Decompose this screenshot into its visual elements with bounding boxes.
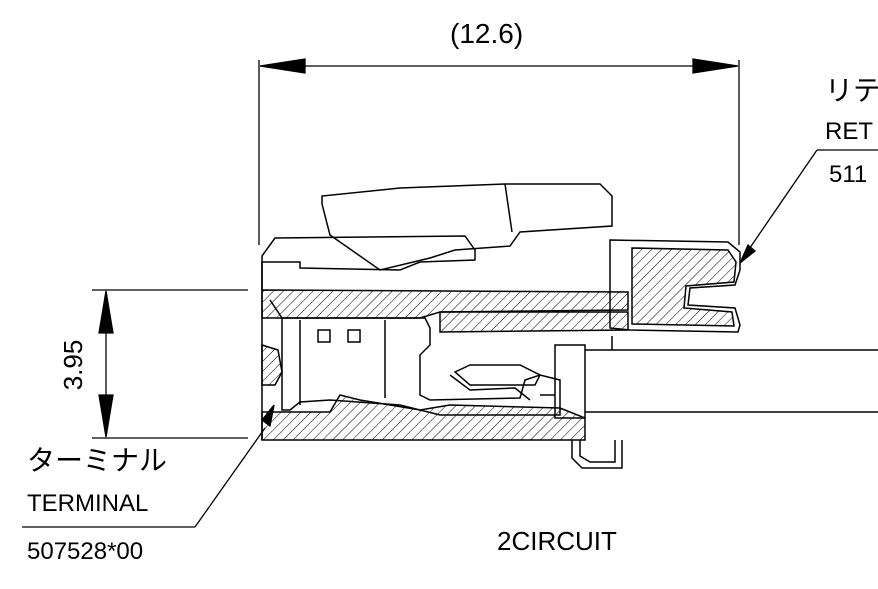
terminal-label-jp: ターミナル bbox=[27, 444, 168, 477]
retainer-part-number: 511 bbox=[829, 161, 868, 188]
retainer-label-jp: リテ bbox=[825, 74, 878, 107]
circuit-caption: 2CIRCUIT bbox=[497, 526, 617, 556]
retainer-label-en: RET bbox=[825, 118, 873, 145]
overall-length-dimension bbox=[258, 58, 740, 245]
terminal-label-en: TERMINAL bbox=[27, 490, 149, 517]
connector-body bbox=[261, 183, 878, 469]
terminal-part-number: 507528*00 bbox=[27, 538, 144, 565]
retainer-leader-line bbox=[739, 149, 878, 264]
height-label: 3.95 bbox=[58, 339, 88, 391]
overall-length-label: (12.6) bbox=[450, 18, 524, 49]
height-dimension bbox=[92, 289, 248, 439]
